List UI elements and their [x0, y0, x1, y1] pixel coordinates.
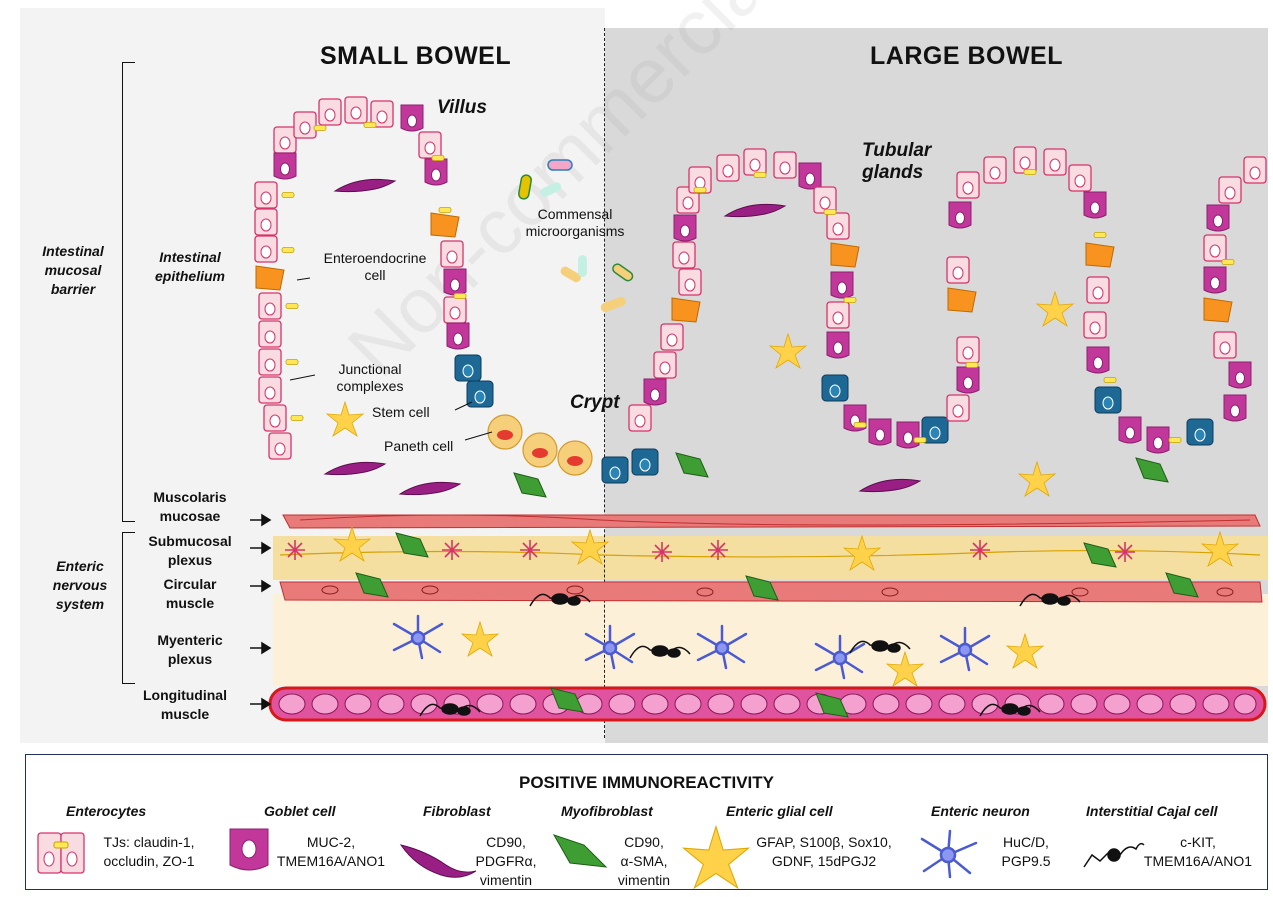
villus-label: Villus [437, 97, 487, 119]
paneth-cell-label: Paneth cell [384, 438, 453, 455]
cajal-cell-icon [1084, 844, 1144, 867]
legend-text-myofibroblast: CD90, α-SMA, vimentin [604, 833, 684, 890]
legend-text-neuron: HuC/D, PGP9.5 [986, 833, 1066, 871]
fibroblast-icon [401, 845, 476, 877]
commensal-label: Commensal microorganisms [505, 206, 645, 240]
layer-label-submucosal: Submucosal plexus [135, 532, 245, 570]
tubular-glands-label: Tubular glands [862, 140, 931, 184]
intestinal-mucosal-barrier-label: Intestinal mucosal barrier [28, 242, 118, 299]
layer-label-longitudinal: Longitudinal muscle [125, 686, 245, 724]
legend-text-fibroblast: CD90, PDGFRα, vimentin [466, 833, 546, 890]
goblet-cell-icon [230, 829, 268, 870]
layer-label-circular: Circular muscle [135, 575, 245, 613]
ens-bracket [122, 532, 135, 684]
enteroendocrine-label: Enteroendocrine cell [310, 250, 440, 284]
legend-text-cajal: c-KIT, TMEM16A/ANO1 [1138, 833, 1258, 871]
glial-cell-icon [684, 827, 749, 888]
stem-cell-label: Stem cell [372, 404, 430, 421]
legend-text-goblet: MUC-2, TMEM16A/ANO1 [266, 833, 396, 871]
myofibroblast-icon [554, 835, 606, 867]
enteric-nervous-system-label: Enteric nervous system [40, 557, 120, 614]
junctional-label: Junctional complexes [320, 361, 420, 395]
barrier-bracket [122, 62, 135, 522]
intestinal-epithelium-label: Intestinal epithelium [140, 248, 240, 286]
legend-text-glial: GFAP, S100β, Sox10, GDNF, 15dPGJ2 [744, 833, 904, 871]
neuron-icon [922, 831, 976, 877]
crypt-label: Crypt [570, 392, 620, 414]
legend-text-enterocytes: TJs: claudin-1, occludin, ZO-1 [84, 833, 214, 871]
legend-box: POSITIVE IMMUNOREACTIVITY Enterocytes Go… [25, 754, 1268, 890]
enterocyte-icon [38, 833, 84, 873]
layer-label-myenteric: Myenteric plexus [135, 631, 245, 669]
layer-label-muscularis: Muscolaris mucosae [135, 488, 245, 526]
